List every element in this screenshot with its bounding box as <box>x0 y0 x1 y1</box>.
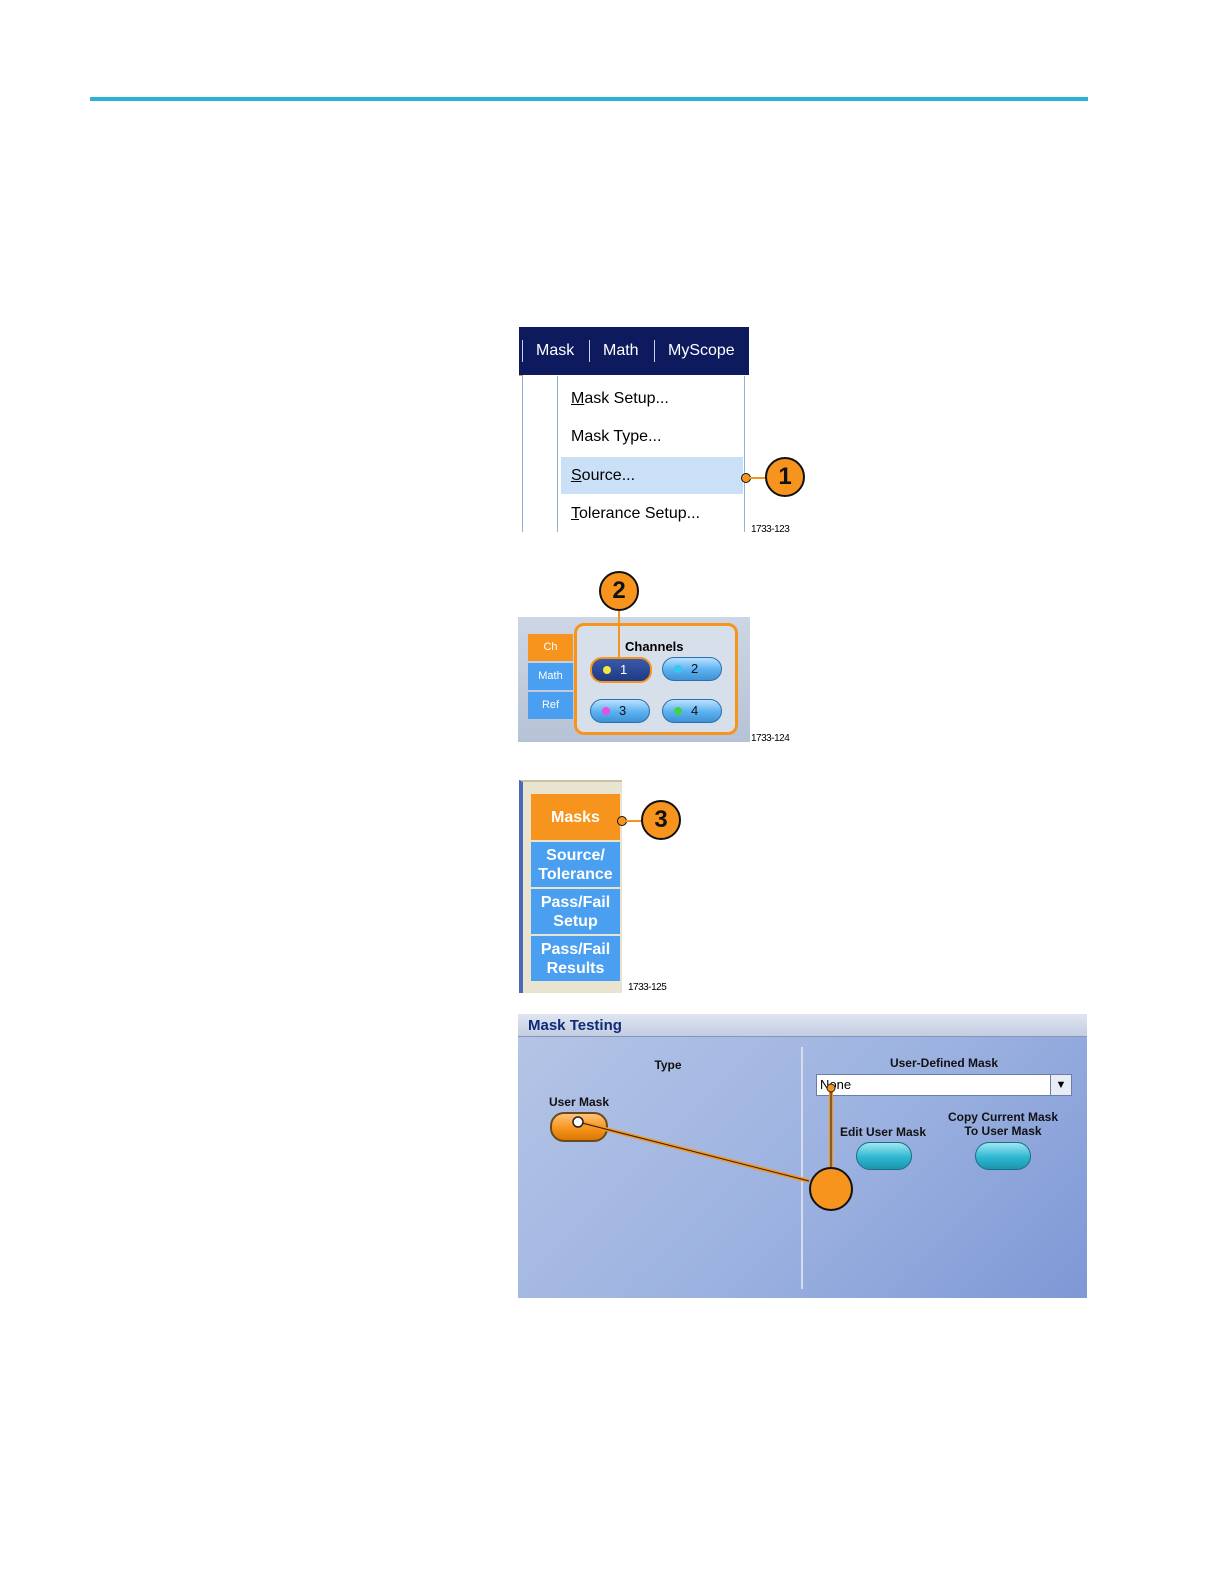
tab-ref[interactable]: Ref <box>528 692 573 719</box>
channels-title: Channels <box>625 639 684 654</box>
menu-item-label: Mask Type... <box>571 428 661 445</box>
menu-item-mnemonic: T <box>571 505 579 522</box>
menu-item-tolerance-setup[interactable]: Tolerance Setup... <box>571 505 700 523</box>
channel-1-dot <box>603 666 611 674</box>
menu-item-label: ask Setup... <box>584 390 669 407</box>
callout-leader <box>624 820 642 822</box>
callout-4 <box>810 1168 852 1210</box>
channel-1-button[interactable]: 1 <box>590 657 652 683</box>
menu-item-mask-type[interactable]: Mask Type... <box>571 428 661 446</box>
tab-math[interactable]: Math <box>528 663 573 690</box>
tab-ch[interactable]: Ch <box>528 634 573 661</box>
channel-2-dot <box>674 665 682 673</box>
mask-side-menu: Masks Source/ Tolerance Pass/Fail Setup … <box>519 780 622 993</box>
channel-2-label: 2 <box>691 661 698 676</box>
mask-testing-panel: Mask Testing Type User Mask User-Defined… <box>518 1014 1087 1298</box>
figure-id: 1733-124 <box>751 733 789 744</box>
callout-leader-line <box>578 1122 809 1181</box>
channel-3-dot <box>602 707 610 715</box>
menu-item-mnemonic: S <box>571 467 582 484</box>
callout-anchor <box>573 1117 583 1127</box>
menu-myscope[interactable]: MyScope <box>668 342 735 360</box>
menu-border <box>522 376 523 532</box>
side-button-source-tolerance[interactable]: Source/ Tolerance <box>531 842 620 887</box>
callout-3: 3 <box>641 800 681 840</box>
figure-id: 1733-123 <box>751 524 789 535</box>
menu-item-source[interactable]: Source... <box>571 467 635 485</box>
callout-1: 1 <box>765 457 805 497</box>
menu-item-label: ource... <box>582 467 635 484</box>
channel-2-button[interactable]: 2 <box>662 657 722 681</box>
channel-4-button[interactable]: 4 <box>662 699 722 723</box>
callout-leaders <box>518 1014 1087 1298</box>
menu-item-mask-setup[interactable]: Mask Setup... <box>571 390 669 408</box>
menu-separator <box>522 340 523 362</box>
side-button-passfail-results[interactable]: Pass/Fail Results <box>531 936 620 981</box>
menu-separator <box>654 340 655 362</box>
callout-anchor <box>827 1084 835 1092</box>
channel-3-button[interactable]: 3 <box>590 699 650 723</box>
callout-2: 2 <box>599 571 639 611</box>
menu-bar: Mask Math MyScope <box>519 327 749 375</box>
menu-mask[interactable]: Mask <box>536 342 574 360</box>
side-button-passfail-setup[interactable]: Pass/Fail Setup <box>531 889 620 934</box>
menu-border <box>557 376 558 532</box>
callout-leader <box>748 477 766 479</box>
menu-separator <box>589 340 590 362</box>
channel-4-dot <box>674 707 682 715</box>
callout-leader <box>618 611 620 658</box>
channels-panel: Ch Math Ref Channels 1 2 3 4 <box>518 617 750 742</box>
channel-4-label: 4 <box>691 703 698 718</box>
channels-group: Channels 1 2 3 4 <box>574 623 738 735</box>
menu-item-mnemonic: M <box>571 390 584 407</box>
figure-id: 1733-125 <box>628 982 666 993</box>
menu-border <box>744 376 745 532</box>
mask-dropdown-menu: Mask Setup... Mask Type... Source... Tol… <box>519 376 749 532</box>
menu-math[interactable]: Math <box>603 342 639 360</box>
header-rule <box>90 97 1088 101</box>
side-button-masks[interactable]: Masks <box>531 794 620 840</box>
channel-1-label: 1 <box>620 662 627 677</box>
channel-3-label: 3 <box>619 703 626 718</box>
menu-item-label: olerance Setup... <box>579 505 700 522</box>
